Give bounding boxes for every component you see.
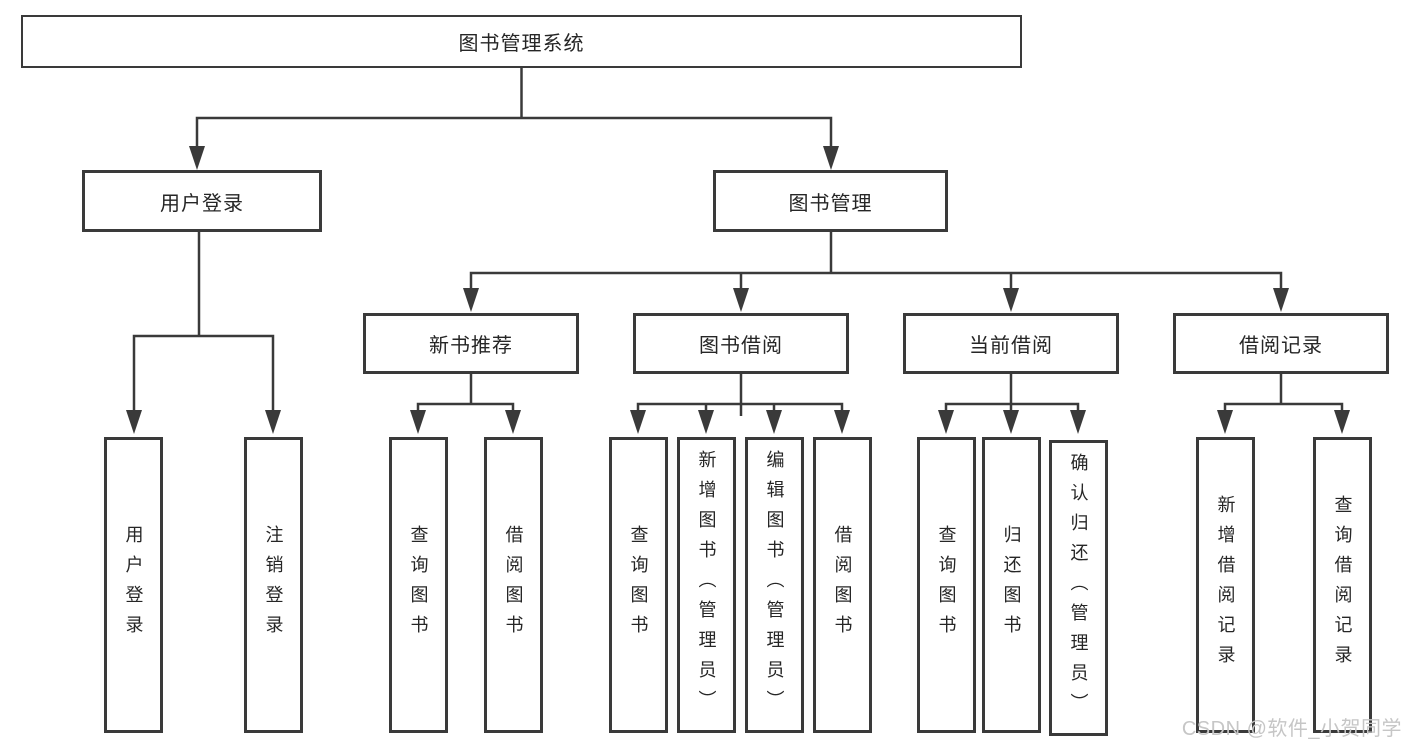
node-user-login: 用户登录 [82,170,322,232]
leaf-confirm-return-admin: 确认归还（管理员） [1049,440,1108,736]
leaf-label: 新增借阅记录 [1215,495,1236,675]
leaf-user-login: 用户登录 [104,437,163,733]
node-book-borrowing: 图书借阅 [633,313,849,374]
node-new-book-recommendation: 新书推荐 [363,313,579,374]
leaf-label: 查询图书 [628,525,649,645]
node-label: 用户登录 [160,192,244,215]
node-current-borrowing: 当前借阅 [903,313,1119,374]
leaf-logout: 注销登录 [244,437,303,733]
leaf-label: 查询图书 [936,525,957,645]
leaf-edit-books-admin: 编辑图书（管理员） [745,437,804,733]
leaf-label: 编辑图书（管理员） [764,450,785,720]
leaf-label: 注销登录 [263,525,284,645]
leaf-label: 查询图书 [408,525,429,645]
node-library-management-system: 图书管理系统 [21,15,1022,68]
leaf-add-books-admin: 新增图书（管理员） [677,437,736,733]
node-borrowing-records: 借阅记录 [1173,313,1389,374]
arrowheads [126,146,1350,434]
leaf-query-books-recommendation: 查询图书 [389,437,448,733]
node-book-management: 图书管理 [713,170,948,232]
leaf-label: 查询借阅记录 [1332,495,1353,675]
leaf-label: 归还图书 [1001,525,1022,645]
leaf-borrow-books-borrowing: 借阅图书 [813,437,872,733]
leaf-add-borrow-record: 新增借阅记录 [1196,437,1255,733]
leaf-query-books-borrowing: 查询图书 [609,437,668,733]
leaf-label: 确认归还（管理员） [1068,453,1089,723]
leaf-return-books: 归还图书 [982,437,1041,733]
node-label: 借阅记录 [1239,335,1323,357]
node-label: 图书管理系统 [458,33,585,55]
node-label: 图书管理 [788,192,873,215]
csdn-watermark: CSDN @软件_小贺同学 [1181,718,1402,740]
leaf-query-books-current: 查询图书 [917,437,976,733]
leaf-borrow-books-recommendation: 借阅图书 [484,437,543,733]
node-label: 新书推荐 [429,335,513,357]
leaf-query-borrow-record: 查询借阅记录 [1313,437,1372,733]
node-label: 当前借阅 [969,335,1053,357]
leaf-label: 借阅图书 [503,525,524,645]
leaf-label: 用户登录 [123,525,144,645]
node-label: 图书借阅 [699,335,783,357]
leaf-label: 新增图书（管理员） [696,450,717,720]
leaf-label: 借阅图书 [832,525,853,645]
